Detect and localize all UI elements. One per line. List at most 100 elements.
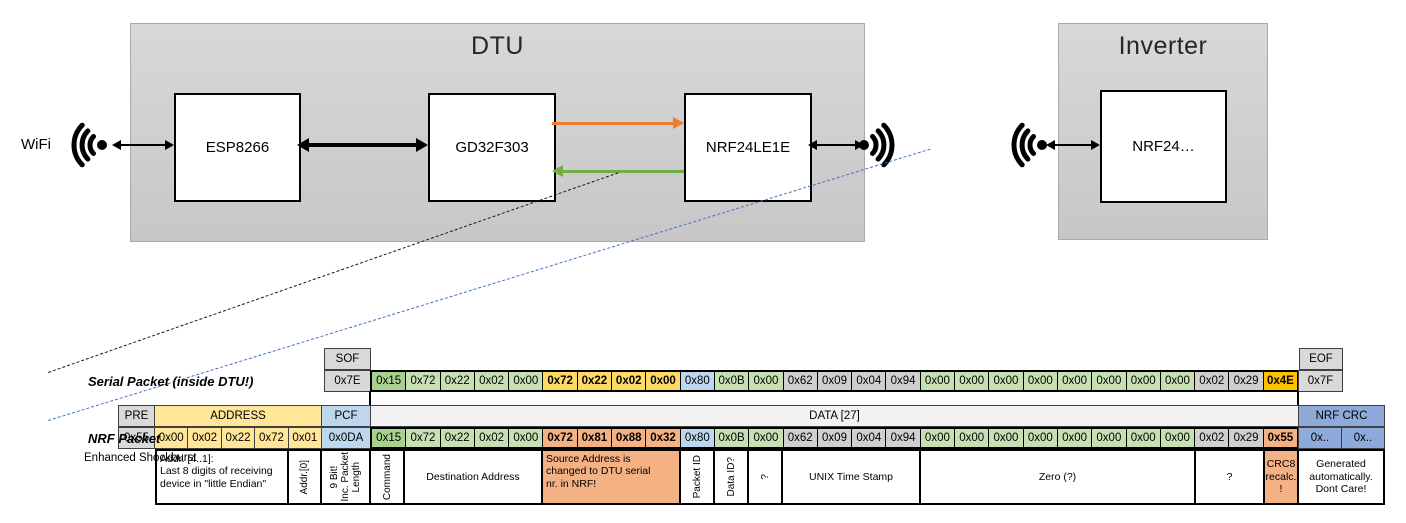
nrf-crc-value-group: 0x..0x.. [1298,427,1385,449]
annotation-box: Source Address is changed to DTU serial … [541,449,681,505]
serial-byte-cell: 0x00 [989,372,1024,390]
nrf-byte-cell: 0x88 [612,429,647,447]
address-byte-cell: 0x00 [154,427,189,449]
annotation-box: ? [747,449,783,505]
nrf-byte-cell: 0x00 [1023,429,1058,447]
serial-byte-cell: 0x72 [543,372,578,390]
nrf-byte-cell: 0x15 [372,429,407,447]
serial-byte-cell: 0x80 [680,372,715,390]
pre-header-cell: PRE [118,405,155,427]
annotation-vertical-text: Packet ID [691,455,703,499]
serial-byte-cell: 0x29 [1229,372,1264,390]
arrow-wifi-nrf24-inverter [1046,138,1100,152]
nrf-byte-cell: 0x00 [1092,429,1127,447]
serial-byte-cell: 0x02 [612,372,647,390]
arrow-nrf-to-gd32-green [552,164,684,178]
nrf-byte-cell: 0x00 [1057,429,1093,447]
nrf-byte-cell: 0x32 [646,429,681,447]
arrowhead-right [1091,140,1100,150]
address-byte-cell: 0x72 [254,427,289,449]
nrf-byte-cell: 0x62 [783,429,818,447]
address-byte-cell: 0x01 [287,427,323,449]
arrow-shaft [119,144,167,146]
crc-byte-cell: 0x.. [1298,427,1342,449]
arrow-shaft [552,122,677,125]
table-connector-right [1297,391,1299,406]
nrf-byte-cell: 0x22 [440,429,475,447]
annotation-box: Zero (?) [919,449,1196,505]
annotation-box: Generated automatically. Dont Care! [1297,449,1385,505]
nrf-byte-cell: 0x02 [474,429,510,447]
enhanced-shockburst-label: Enhanced Shockburst [84,452,197,464]
annotation-vertical-text: Addr.[0] [299,459,310,495]
nrf-byte-cell: 0x02 [1195,429,1230,447]
nrf-byte-cell: 0x55 [1263,429,1298,447]
serial-byte-cell: 0x94 [886,372,921,390]
annotation-box: UNIX Time Stamp [781,449,921,505]
eof-value-cell: 0x7F [1298,370,1343,392]
chip-esp8266: ESP8266 [174,93,301,202]
chip-nrf24-inverter-label: NRF24… [1132,138,1195,155]
serial-byte-cell: 0x00 [749,372,784,390]
chip-nrf24le1e-label: NRF24LE1E [705,139,791,156]
nrf-byte-cell: 0x81 [577,429,613,447]
arrowhead-right [855,140,864,150]
serial-byte-cell: 0x00 [1092,372,1127,390]
annotation-box: Destination Address [403,449,543,505]
nrf-byte-cell: 0x80 [680,429,715,447]
data-header-cell: DATA [27] [370,405,1299,427]
arrow-shaft [306,143,419,147]
arrowhead-right [416,138,428,152]
serial-byte-cell: 0x00 [646,372,681,390]
serial-byte-cell: 0x22 [440,372,475,390]
annotation-vertical-text: 9 Bit! Inc. Packet Length [329,452,362,502]
eof-header-cell: EOF [1299,348,1343,370]
annotation-box: ? [1194,449,1265,505]
inverter-title: Inverter [1118,32,1208,60]
wifi-icon [1011,122,1047,168]
arrowhead-left [1046,140,1055,150]
sof-header-cell: SOF [324,348,371,370]
nrf-byte-cell: 0x94 [886,429,921,447]
annotation-box: Addr. [4..1]: Last 8 digits of receiving… [155,449,289,505]
serial-byte-cell: 0x72 [406,372,441,390]
nrf-packet-label: NRF Packet [88,431,161,446]
nrf-byte-cell: 0x00 [749,429,784,447]
arrowhead-right [673,117,684,129]
serial-byte-cell: 0x00 [1160,372,1196,390]
arrowhead-left [297,138,309,152]
serial-byte-cell: 0x00 [1023,372,1058,390]
nrf-byte-cell: 0x72 [543,429,578,447]
nrf-byte-cell: 0x0B [714,429,750,447]
chip-nrf24le1e: NRF24LE1E [684,93,812,202]
annotation-box: Addr.[0] [287,449,322,505]
serial-byte-cell: 0x00 [1057,372,1093,390]
serial-byte-cell: 0x62 [783,372,818,390]
annotation-box: Packet ID [679,449,715,505]
arrow-shaft [559,170,684,173]
dtu-title: DTU [471,32,524,60]
serial-byte-cell: 0x02 [474,372,510,390]
crc-byte-cell: 0x.. [1341,427,1385,449]
nrf-byte-cell: 0x09 [817,429,853,447]
arrow-esp8266-gd32f303 [297,135,428,155]
arrowhead-left [112,140,121,150]
pcf-header-cell: PCF [321,405,371,427]
nrf-byte-cell: 0x00 [989,429,1024,447]
arrow-gd32-to-nrf-orange [552,116,684,130]
arrowhead-left [808,140,817,150]
annotation-box: Command [369,449,405,505]
serial-packet-label: Serial Packet (inside DTU!) [88,374,254,389]
nrf-byte-cell: 0x00 [1126,429,1161,447]
chip-esp8266-label: ESP8266 [205,139,270,156]
arrow-nrf-wifi [808,138,864,152]
annotation-box: 9 Bit! Inc. Packet Length [320,449,371,505]
wifi-icon [71,122,107,168]
chip-gd32f303-label: GD32F303 [455,139,529,156]
address-byte-cell: 0x02 [187,427,222,449]
